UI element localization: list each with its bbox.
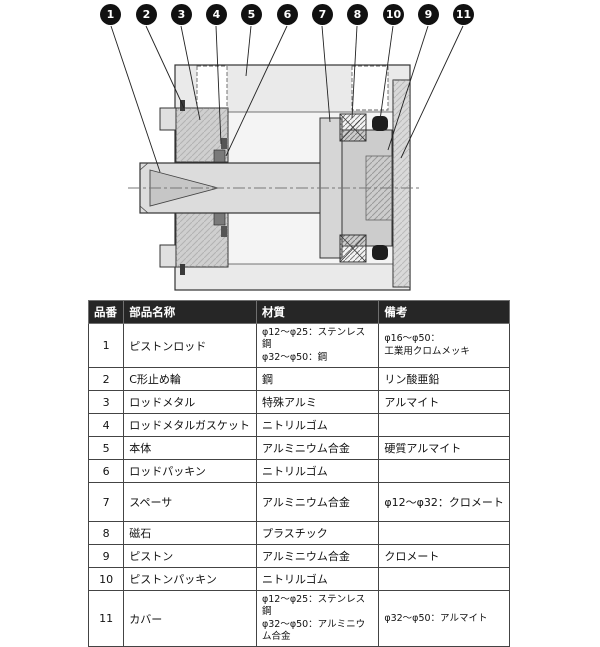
rod-packing-part [213,212,226,226]
header-remarks: 備考 [378,300,510,324]
header-part-name: 部品名称 [123,300,257,324]
gasket-part [221,138,227,149]
part-material: アルミニウム合金 [255,482,380,523]
part-remarks [378,521,510,546]
table-row: 10 ピストンパッキン ニトリルゴム [87,567,510,592]
part-name: ピストン [123,544,257,569]
part-number: 10 [87,567,125,592]
header-material: 材質 [255,300,380,324]
callout-10: 10 [383,4,404,25]
part-remarks: φ16〜φ50： 工業用クロムメッキ [378,322,510,369]
part-name: ロッドメタル [123,390,257,415]
table-row: 11 カバー φ12〜φ25：ステンレス鋼 φ32〜φ50：アルミニウム合金 φ… [87,590,510,647]
callout-6: 6 [277,4,298,25]
part-remarks: φ12〜φ32：クロメート [378,482,510,523]
part-material: アルミニウム合金 [255,436,380,461]
part-material: 特殊アルミ [255,390,380,415]
part-number: 7 [87,482,125,523]
callout-4: 4 [206,4,227,25]
part-remarks: アルマイト [378,390,510,415]
part-material: アルミニウム合金 [255,544,380,569]
leader-lines [110,25,464,173]
part-material: ニトリルゴム [255,413,380,438]
part-name: 磁石 [123,521,257,546]
magnet-part [339,113,367,263]
cylinder-cross-section-diagram: 1 2 3 4 5 6 7 8 10 9 11 [0,0,600,300]
callout-1: 1 [100,4,121,25]
part-material: φ12〜φ25：ステンレス鋼 φ32〜φ50：アルミニウム合金 [255,590,380,647]
table-row: 2 C形止め輪 鋼 リン酸亜鉛 [87,367,510,392]
part-remarks: リン酸亜鉛 [378,367,510,392]
part-name: カバー [123,590,257,647]
part-remarks: φ32〜φ50：アルマイト [378,590,510,647]
callout-7: 7 [312,4,333,25]
part-material: ニトリルゴム [255,459,380,484]
rod-packing-part [213,149,226,163]
part-number: 4 [87,413,125,438]
part-remarks: クロメート [378,544,510,569]
parts-table: 品番 部品名称 材質 備考 1 ピストンロッド φ12〜φ25：ステンレス鋼 φ… [87,300,510,647]
part-remarks: 硬質アルマイト [378,436,510,461]
part-number: 1 [87,322,125,369]
table-row: 5 本体 アルミニウム合金 硬質アルマイト [87,436,510,461]
part-number: 8 [87,521,125,546]
table-row: 9 ピストン アルミニウム合金 クロメート [87,544,510,569]
table-header-row: 品番 部品名称 材質 備考 [87,300,510,324]
part-name: ピストンパッキン [123,567,257,592]
callout-11: 11 [453,4,474,25]
part-remarks [378,459,510,484]
callout-5: 5 [241,4,262,25]
c-ring-part [180,264,185,275]
table-row: 3 ロッドメタル 特殊アルミ アルマイト [87,390,510,415]
part-material: プラスチック [255,521,380,546]
gasket-part [221,226,227,237]
part-remarks [378,413,510,438]
callout-8: 8 [347,4,368,25]
part-number: 11 [87,590,125,647]
part-name: ロッドメタルガスケット [123,413,257,438]
part-number: 5 [87,436,125,461]
part-name: 本体 [123,436,257,461]
part-material: 鋼 [255,367,380,392]
piston-packing-part [372,116,388,131]
table-row: 4 ロッドメタルガスケット ニトリルゴム [87,413,510,438]
part-number: 2 [87,367,125,392]
part-number: 6 [87,459,125,484]
part-number: 9 [87,544,125,569]
part-name: ピストンロッド [123,322,257,369]
callout-9: 9 [418,4,439,25]
part-name: ロッドパッキン [123,459,257,484]
part-material: φ12〜φ25：ステンレス鋼 φ32〜φ50：鋼 [255,322,380,369]
callout-3: 3 [171,4,192,25]
callout-2: 2 [136,4,157,25]
part-number: 3 [87,390,125,415]
header-part-number: 品番 [87,300,125,324]
table-row: 8 磁石 プラスチック [87,521,510,546]
part-remarks [378,567,510,592]
cross-section-drawing [110,25,464,291]
part-name: C形止め輪 [123,367,257,392]
table-row: 6 ロッドパッキン ニトリルゴム [87,459,510,484]
port-hole [196,65,228,111]
table-row: 7 スペーサ アルミニウム合金 φ12〜φ32：クロメート [87,482,510,523]
part-material: ニトリルゴム [255,567,380,592]
table-row: 1 ピストンロッド φ12〜φ25：ステンレス鋼 φ32〜φ50：鋼 φ16〜φ… [87,322,510,369]
piston-packing-part [372,245,388,260]
part-name: スペーサ [123,482,257,523]
